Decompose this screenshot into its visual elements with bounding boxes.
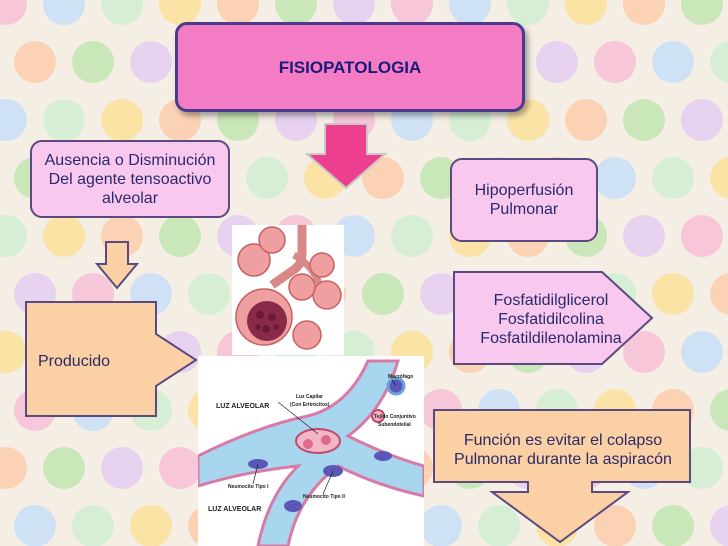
component-1: Fosfatidilglicerol [493,292,609,309]
background-dot [681,447,723,489]
background-dot [594,157,636,199]
background-dot [710,41,728,83]
background-dot [710,273,728,315]
background-dot [507,0,549,25]
background-dot [159,447,201,489]
background-dot [681,99,723,141]
title-text: FISIOPATOLOGIA [278,57,422,77]
cause-line-2: Del agente tensoactivo [48,170,212,188]
background-dot [710,157,728,199]
background-dot [188,273,230,315]
components-arrow-shape [453,271,654,365]
background-dot [652,273,694,315]
neumocito-2-label: Neumocito Tipo II [303,494,345,500]
neumocito-1-label: Neumocito Tipo I [228,484,269,490]
background-dot [43,0,85,25]
luz-capilar-label: Luz Capilar [296,394,323,400]
background-dot [565,0,607,25]
background-dot [681,331,723,373]
produced-arrow-shape [25,301,198,417]
background-dot [681,215,723,257]
background-dot [623,0,665,25]
background-dot [275,0,317,25]
background-dot [246,157,288,199]
background-dot [710,505,728,546]
background-dot [362,273,404,315]
background-dot [0,0,27,25]
down-arrow-pink-icon [305,123,387,190]
down-arrow-orange-icon [95,241,139,290]
background-dot [594,505,636,546]
luz-alveolar-top-label: LUZ ALVEOLAR [216,403,269,410]
background-dot [623,331,665,373]
background-dot [652,505,694,546]
background-dot [536,41,578,83]
component-3: Fosfatildilenolamina [480,330,622,347]
background-dot [43,447,85,489]
title-box: FISIOPATOLOGIA [175,22,525,112]
macrofago-label: Macrófago [388,374,413,380]
background-dot [0,99,27,141]
subendotelial-label: Subendotelial [378,422,411,428]
background-dot [594,41,636,83]
background-dot [101,99,143,141]
component-2: Fosfatidilcolina [498,311,604,328]
background-dot [623,215,665,257]
hypoperfusion-box: Hipoperfusión Pulmonar [450,158,598,242]
background-dot [449,0,491,25]
background-dot [681,0,723,25]
background-dot [14,41,56,83]
background-dot [391,0,433,25]
background-dot [43,99,85,141]
background-dot [130,41,172,83]
produced-label: Producido [38,353,111,370]
cause-line-1: Ausencia o Disminución [44,151,216,169]
background-dot [333,0,375,25]
background-dot [565,99,607,141]
cause-box: Ausencia o Disminución Del agente tensoa… [30,140,230,218]
hypoperfusion-line-1: Hipoperfusión [474,182,574,199]
background-dot [478,505,520,546]
luz-alveolar-bottom-label: LUZ ALVEOLAR [208,506,261,513]
alveoli-illustration [232,225,344,355]
background-dot [420,273,462,315]
background-dot [159,215,201,257]
hypoperfusion-line-2: Pulmonar [489,201,559,218]
background-dot [623,99,665,141]
background-dot [0,215,27,257]
function-text: Función es evitar el colapso Pulmonar du… [432,431,694,469]
background-dot [101,447,143,489]
background-dot [101,0,143,25]
background-dot [72,505,114,546]
background-dot [159,0,201,25]
background-dot [217,0,259,25]
background-dot [43,215,85,257]
con-eritrocitos-label: (Con Eritrocitos) [290,402,330,408]
function-line-1: Función es evitar el colapso [463,432,663,449]
tejido-conjuntivo-label: Tejido Conjuntivo [374,414,416,420]
background-dot [391,215,433,257]
background-dot [0,331,27,373]
function-line-2: Pulmonar durante la aspiracón [454,451,672,468]
background-dot [72,41,114,83]
tissue-illustration: LUZ ALVEOLAR Luz Capilar (Con Eritrocito… [198,356,424,546]
components-text: Fosfatidilglicerol Fosfatidilcolina Fosf… [466,291,636,348]
background-dot [420,505,462,546]
background-dot [652,157,694,199]
function-arrow-shape [433,409,691,544]
background-dot [652,41,694,83]
background-dot [14,505,56,546]
background-dot [362,157,404,199]
cause-line-3: alveolar [101,189,159,207]
background-dot [130,505,172,546]
background-dot [0,447,27,489]
background-dot [710,389,728,431]
